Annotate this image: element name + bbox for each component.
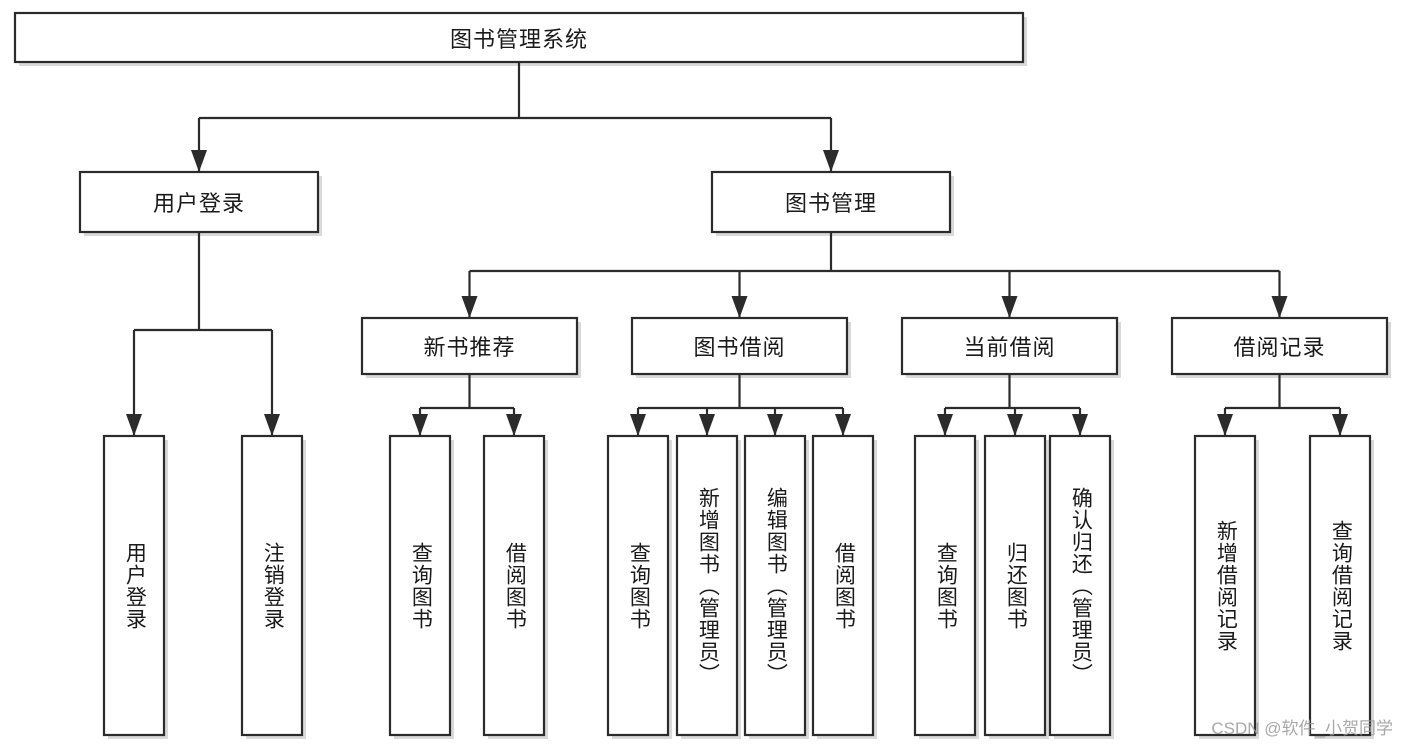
node-box-leaf-query-books-borrow[interactable]: [606, 434, 670, 737]
node-box-current-borrow[interactable]: [900, 316, 1119, 376]
node-box-leaf-borrow-books-recommend[interactable]: [482, 434, 546, 737]
arrow-head-icon: [1332, 414, 1348, 436]
node-box-leaf-query-borrow-record[interactable]: [1308, 434, 1372, 737]
node-box-book-management[interactable]: [710, 170, 952, 234]
node-box-book-borrow[interactable]: [630, 316, 849, 376]
node-box-new-book-recommend[interactable]: [360, 316, 579, 376]
node-box-root[interactable]: [13, 11, 1025, 64]
arrow-head-icon: [731, 296, 748, 318]
node-box-leaf-add-borrow-record[interactable]: [1193, 434, 1257, 737]
arrow-head-icon: [1217, 414, 1233, 436]
arrow-head-icon: [767, 414, 783, 436]
arrow-head-icon: [823, 150, 839, 172]
arrow-head-icon: [264, 414, 280, 436]
arrow-head-icon: [506, 414, 522, 436]
arrow-head-icon: [412, 414, 428, 436]
node-box-leaf-query-books-current[interactable]: [913, 434, 977, 737]
node-box-leaf-user-login[interactable]: [102, 434, 166, 737]
arrow-head-icon: [699, 414, 715, 436]
node-box-leaf-logout[interactable]: [240, 434, 304, 737]
node-box-layer: [13, 11, 1389, 737]
arrow-head-icon: [630, 414, 646, 436]
arrow-head-icon: [461, 296, 478, 318]
arrow-head-icon: [1001, 296, 1018, 318]
node-box-leaf-add-book-admin[interactable]: [675, 434, 739, 737]
node-box-leaf-borrow-books-borrow[interactable]: [811, 434, 875, 737]
connector-layer: [126, 62, 1348, 436]
node-box-leaf-return-books[interactable]: [983, 434, 1047, 737]
node-box-user-login[interactable]: [78, 170, 320, 234]
arrow-head-icon: [1271, 296, 1288, 318]
node-box-leaf-query-books-recommend[interactable]: [388, 434, 452, 737]
arrow-head-icon: [937, 414, 953, 436]
arrow-head-icon: [1072, 414, 1088, 436]
node-box-leaf-confirm-return-admin[interactable]: [1048, 434, 1112, 737]
arrow-head-icon: [126, 414, 142, 436]
arrow-head-icon: [1007, 414, 1023, 436]
arrow-head-icon: [835, 414, 851, 436]
node-box-borrow-record[interactable]: [1170, 316, 1389, 376]
arrow-head-icon: [191, 150, 207, 172]
node-box-leaf-edit-book-admin[interactable]: [743, 434, 807, 737]
